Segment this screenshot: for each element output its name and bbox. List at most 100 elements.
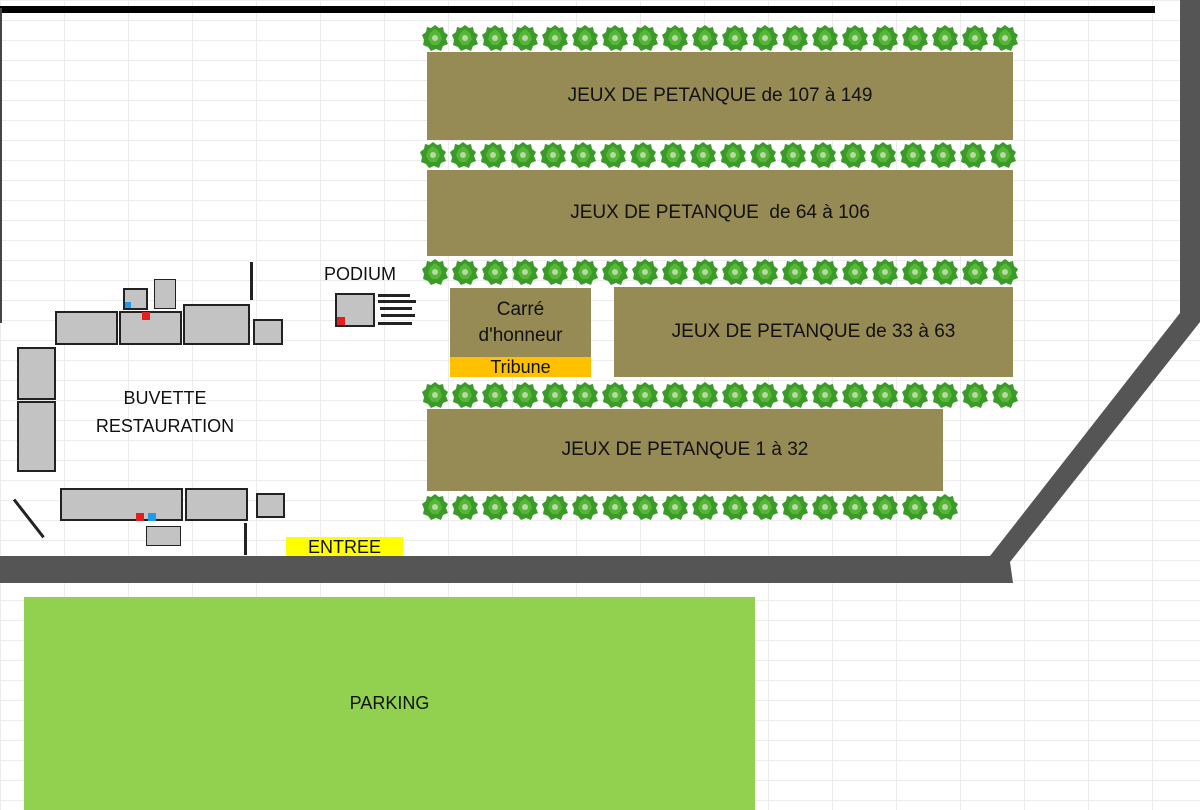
tribune-label: Tribune — [490, 357, 551, 377]
tree-icon — [420, 257, 450, 287]
podium-steps-3 — [380, 307, 412, 310]
tree-row-5 — [420, 492, 960, 522]
tree-icon — [570, 492, 600, 522]
tree-icon — [420, 23, 450, 53]
tree-icon — [930, 257, 960, 287]
tree-icon — [750, 257, 780, 287]
petanque-field-64-106[interactable]: JEUX DE PETANQUE de 64 à 106 — [427, 170, 1013, 256]
tree-icon — [900, 492, 930, 522]
tree-icon — [688, 140, 718, 170]
truck-top[interactable] — [154, 279, 176, 309]
tree-icon — [420, 492, 450, 522]
tree-icon — [600, 23, 630, 53]
booth-top-3[interactable] — [183, 304, 250, 345]
tree-row-3 — [420, 257, 1020, 287]
tree-icon — [960, 257, 990, 287]
tree-icon — [630, 380, 660, 410]
tribune[interactable]: Tribune — [450, 357, 591, 377]
fire-marker — [142, 312, 150, 320]
tree-icon — [960, 23, 990, 53]
tree-icon — [778, 140, 808, 170]
booth-top-1[interactable] — [55, 311, 118, 345]
podium-steps-5 — [378, 322, 412, 325]
fire-marker — [337, 317, 345, 325]
booth-left-2[interactable] — [17, 401, 56, 472]
tree-icon — [660, 380, 690, 410]
tree-icon — [840, 380, 870, 410]
tree-icon — [870, 492, 900, 522]
booth-bottom-2[interactable] — [185, 488, 248, 521]
tree-icon — [420, 380, 450, 410]
tree-icon — [930, 380, 960, 410]
tree-icon — [540, 23, 570, 53]
tree-icon — [900, 380, 930, 410]
tree-icon — [840, 257, 870, 287]
carre-honneur[interactable]: Carré d'honneur — [450, 288, 591, 357]
tree-icon — [810, 257, 840, 287]
tree-icon — [840, 492, 870, 522]
petanque-field-1-32[interactable]: JEUX DE PETANQUE 1 à 32 — [427, 409, 943, 491]
tree-icon — [450, 380, 480, 410]
truck-bottom[interactable] — [146, 526, 181, 546]
tree-icon — [748, 140, 778, 170]
tree-icon — [510, 380, 540, 410]
tree-icon — [990, 257, 1020, 287]
tree-icon — [870, 23, 900, 53]
tree-icon — [480, 380, 510, 410]
tree-icon — [868, 140, 898, 170]
petanque-field-33-63[interactable]: JEUX DE PETANQUE de 33 à 63 — [614, 287, 1013, 377]
tree-icon — [810, 23, 840, 53]
buvette-label: BUVETTE RESTAURATION — [80, 384, 250, 440]
tree-icon — [568, 140, 598, 170]
tree-icon — [780, 380, 810, 410]
tree-icon — [480, 492, 510, 522]
tree-icon — [690, 492, 720, 522]
podium-steps-1 — [378, 294, 410, 297]
booth-left-1[interactable] — [17, 347, 56, 400]
petanque-field-107-149[interactable]: JEUX DE PETANQUE de 107 à 149 — [427, 52, 1013, 140]
tree-icon — [900, 257, 930, 287]
tree-icon — [540, 257, 570, 287]
tree-icon — [690, 257, 720, 287]
fire-marker — [136, 513, 144, 521]
field-label: JEUX DE PETANQUE 1 à 32 — [561, 439, 809, 460]
tree-icon — [658, 140, 688, 170]
tree-icon — [808, 140, 838, 170]
tree-icon — [990, 23, 1020, 53]
tree-icon — [630, 23, 660, 53]
tree-icon — [600, 257, 630, 287]
tree-icon — [780, 23, 810, 53]
tree-icon — [450, 492, 480, 522]
tree-icon — [450, 257, 480, 287]
tree-row-4 — [420, 380, 1020, 410]
booth-top-4[interactable] — [253, 319, 283, 345]
tree-icon — [900, 23, 930, 53]
tree-icon — [508, 140, 538, 170]
tree-icon — [600, 380, 630, 410]
tree-icon — [720, 380, 750, 410]
entrance[interactable]: ENTREE — [286, 537, 403, 557]
parking-area[interactable]: PARKING — [24, 597, 755, 810]
buvette-line2: RESTAURATION — [95, 416, 235, 436]
booth-bottom-3[interactable] — [256, 493, 285, 518]
tree-icon — [990, 380, 1020, 410]
tree-icon — [480, 257, 510, 287]
booth-top-2[interactable] — [119, 311, 182, 345]
water-marker — [125, 302, 131, 308]
tree-icon — [570, 257, 600, 287]
tree-icon — [750, 380, 780, 410]
parking-label: PARKING — [349, 693, 430, 713]
tree-icon — [448, 140, 478, 170]
tree-icon — [478, 140, 508, 170]
tree-icon — [630, 257, 660, 287]
podium-label: PODIUM — [324, 264, 396, 284]
tree-icon — [988, 140, 1018, 170]
barrier-top — [250, 262, 253, 300]
tree-icon — [720, 257, 750, 287]
podium-steps-2 — [378, 300, 416, 303]
entrance-label: ENTREE — [307, 537, 381, 557]
water-marker — [148, 513, 156, 521]
booth-bottom-1[interactable] — [60, 488, 183, 521]
tree-row-2 — [418, 140, 1018, 170]
tree-icon — [660, 23, 690, 53]
